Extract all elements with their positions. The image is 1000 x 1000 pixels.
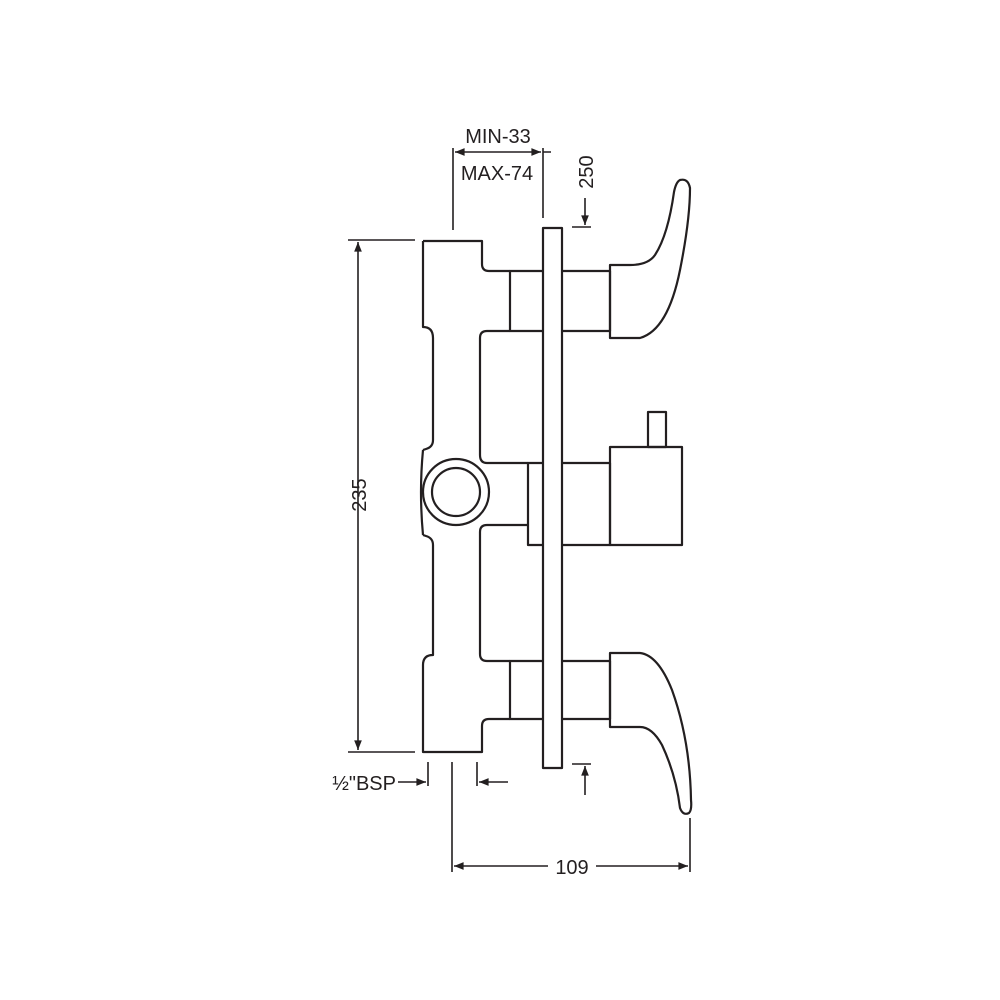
middle-spindle xyxy=(526,461,612,547)
depth-dimension-label: 109 xyxy=(555,857,588,879)
inlet-port-inner xyxy=(430,466,482,518)
lower-lever-handle xyxy=(608,651,693,815)
wall-max-label: MAX-74 xyxy=(461,163,533,185)
inlet-size-label: ½"BSP xyxy=(332,773,396,795)
cover-plate xyxy=(541,226,564,770)
plate-offset-label: 250 xyxy=(576,155,598,188)
diverter-stem xyxy=(646,410,668,449)
height-dimension-label: 235 xyxy=(349,478,371,511)
inlet-port-outer xyxy=(421,457,491,527)
wall-min-label: MIN-33 xyxy=(465,126,531,148)
diverter-knob xyxy=(608,445,684,547)
upper-lever-handle xyxy=(608,178,692,340)
valve-body xyxy=(421,239,528,754)
